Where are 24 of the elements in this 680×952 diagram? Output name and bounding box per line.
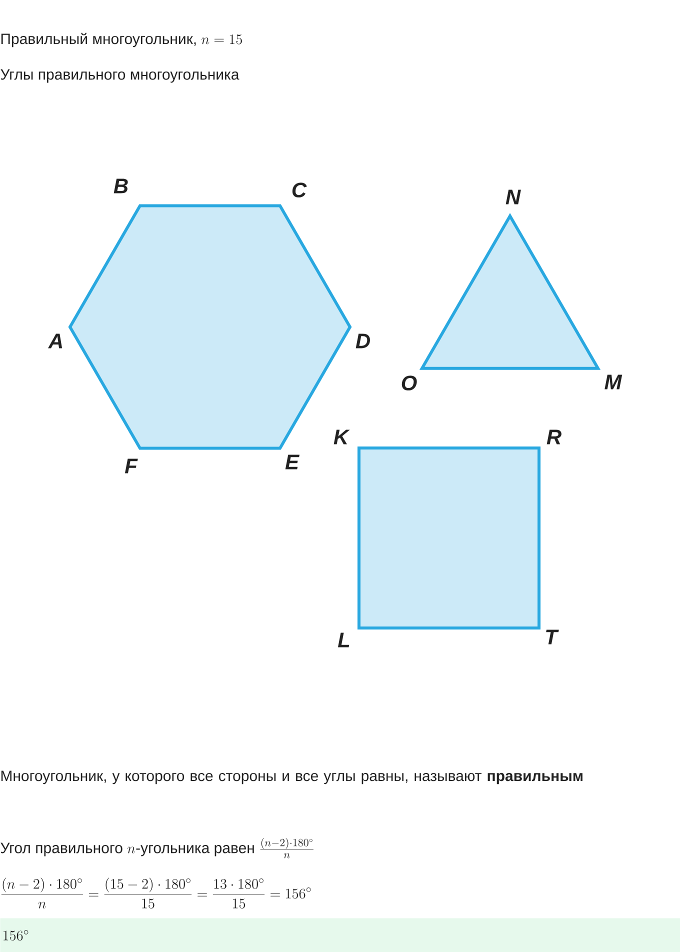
equation: $\frac{(n-2)\cdot 180^\circ}{n}=\frac{(15-2)\cdot 180^\circ}{15}=\frac{13\cdot 180^\circ}{15}=156^\circ$ [1,878,311,909]
heading: Правильный многоугольник, $n = 15$ [1,32,242,48]
vertex-label: O [402,376,417,390]
answer-band: $156^\circ$ [0,918,680,952]
label: $\frac{(n-2)\cdot 180^\circ}{n}$ [260,838,314,858]
vertex-label: M [604,374,622,390]
vertex-label: B [114,178,128,194]
vertex-label: R [546,430,562,444]
vertex-label: D [356,334,370,348]
square-shape [358,446,541,630]
vertex-label: E [285,454,300,470]
label: -угольника равен [136,845,254,856]
subheading: Углы правильного многоугольника [0,69,240,83]
label: Угол правильного [0,842,122,856]
vertex-label: C [292,182,307,198]
vertex-label: T [546,630,559,644]
definition-text: Многоугольник, у которого все стороны и все углы равны, называют правильным [1,770,582,784]
vertex-label: K [334,430,350,444]
vertex-label: L [338,632,350,648]
vertex-label: F [124,458,138,474]
vertex-label: A [48,334,62,348]
vertex-label: N [506,190,521,204]
formula-text: Угол правильного $n$-угольника равен $\frac{(n-2)\cdot 180^\circ}{n}$ [0,838,314,858]
label: $n$ [128,846,136,854]
